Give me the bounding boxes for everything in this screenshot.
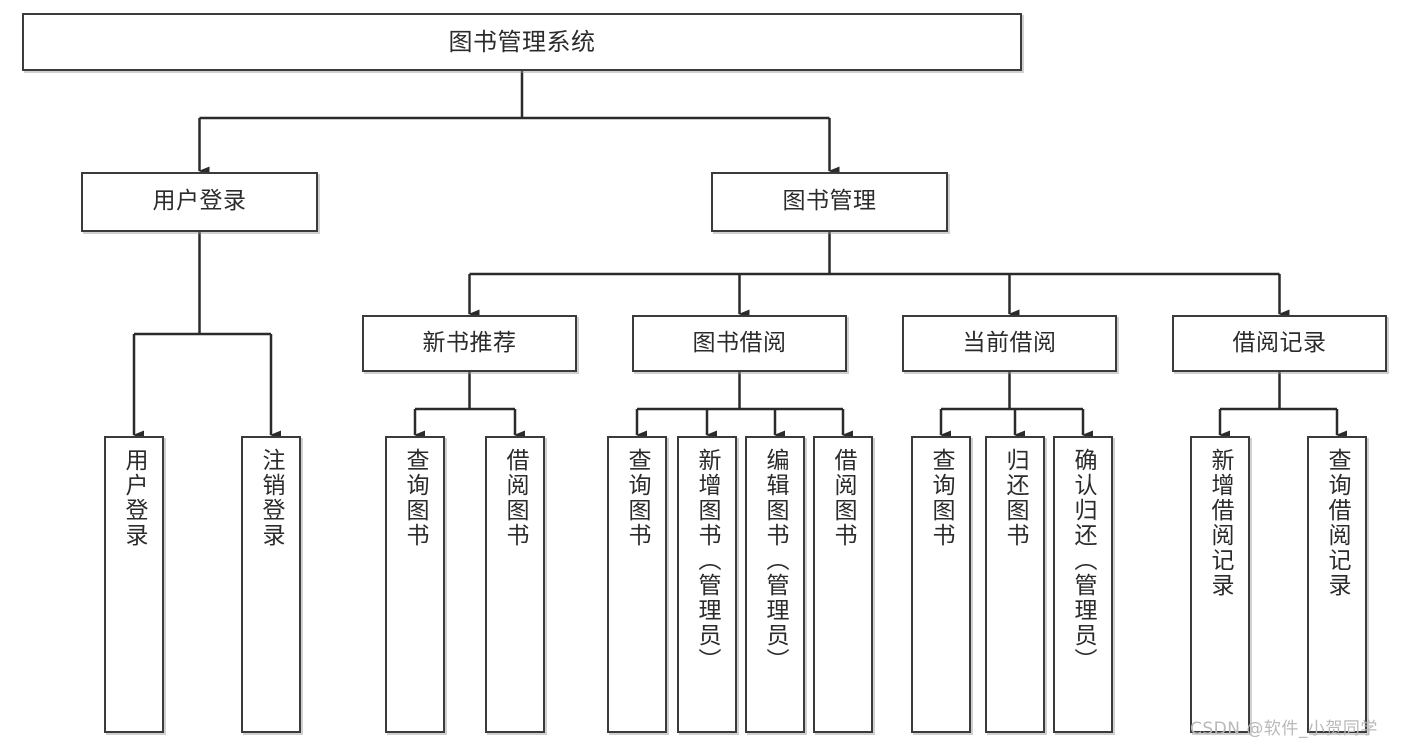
node-borrow-record[interactable]: 借阅记录	[1172, 315, 1387, 372]
node-label: 用户登录	[121, 448, 148, 548]
node-leaf-query-book-2[interactable]: 查询图书	[607, 436, 667, 733]
connector-lines	[132, 71, 1347, 440]
node-label: 确认归还（管理员）	[1070, 448, 1097, 673]
node-label: 新书推荐	[422, 329, 517, 356]
node-label: 查询图书	[624, 448, 651, 548]
node-book-borrow[interactable]: 图书借阅	[632, 315, 847, 372]
node-current-borrow[interactable]: 当前借阅	[902, 315, 1117, 372]
node-leaf-borrow-book-1[interactable]: 借阅图书	[485, 436, 545, 733]
node-label: 借阅图书	[830, 448, 857, 548]
watermark-text: CSDN @软件_小贺同学	[1190, 719, 1378, 739]
node-label: 编辑图书（管理员）	[762, 448, 789, 673]
node-label: 归还图书	[1002, 448, 1029, 548]
node-leaf-query-book-3[interactable]: 查询图书	[911, 436, 971, 733]
node-leaf-borrow-book-2[interactable]: 借阅图书	[813, 436, 873, 733]
node-label: 查询图书	[928, 448, 955, 548]
node-label: 用户登录	[152, 188, 247, 215]
node-book-manage[interactable]: 图书管理	[711, 172, 948, 232]
node-leaf-user-login[interactable]: 用户登录	[104, 436, 164, 733]
node-root[interactable]: 图书管理系统	[22, 13, 1022, 71]
node-label: 借阅记录	[1232, 329, 1327, 356]
node-label: 注销登录	[258, 448, 285, 548]
node-label: 图书管理系统	[448, 27, 596, 56]
node-leaf-edit-book[interactable]: 编辑图书（管理员）	[745, 436, 805, 733]
node-leaf-logout[interactable]: 注销登录	[241, 436, 301, 733]
node-leaf-query-record[interactable]: 查询借阅记录	[1307, 436, 1367, 733]
node-label: 当前借阅	[962, 329, 1057, 356]
node-label: 图书借阅	[692, 329, 787, 356]
node-label: 新增借阅记录	[1207, 448, 1234, 598]
node-label: 查询借阅记录	[1324, 448, 1351, 598]
node-leaf-query-book-1[interactable]: 查询图书	[385, 436, 445, 733]
node-label: 查询图书	[402, 448, 429, 548]
node-leaf-return-book[interactable]: 归还图书	[985, 436, 1045, 733]
node-user-login[interactable]: 用户登录	[81, 172, 318, 232]
node-label: 借阅图书	[502, 448, 529, 548]
node-leaf-confirm-return[interactable]: 确认归还（管理员）	[1053, 436, 1113, 733]
node-label: 新增图书（管理员）	[694, 448, 721, 673]
node-label: 图书管理	[782, 188, 877, 215]
node-leaf-add-book[interactable]: 新增图书（管理员）	[677, 436, 737, 733]
node-leaf-add-record[interactable]: 新增借阅记录	[1190, 436, 1250, 733]
node-new-book-rec[interactable]: 新书推荐	[362, 315, 577, 372]
